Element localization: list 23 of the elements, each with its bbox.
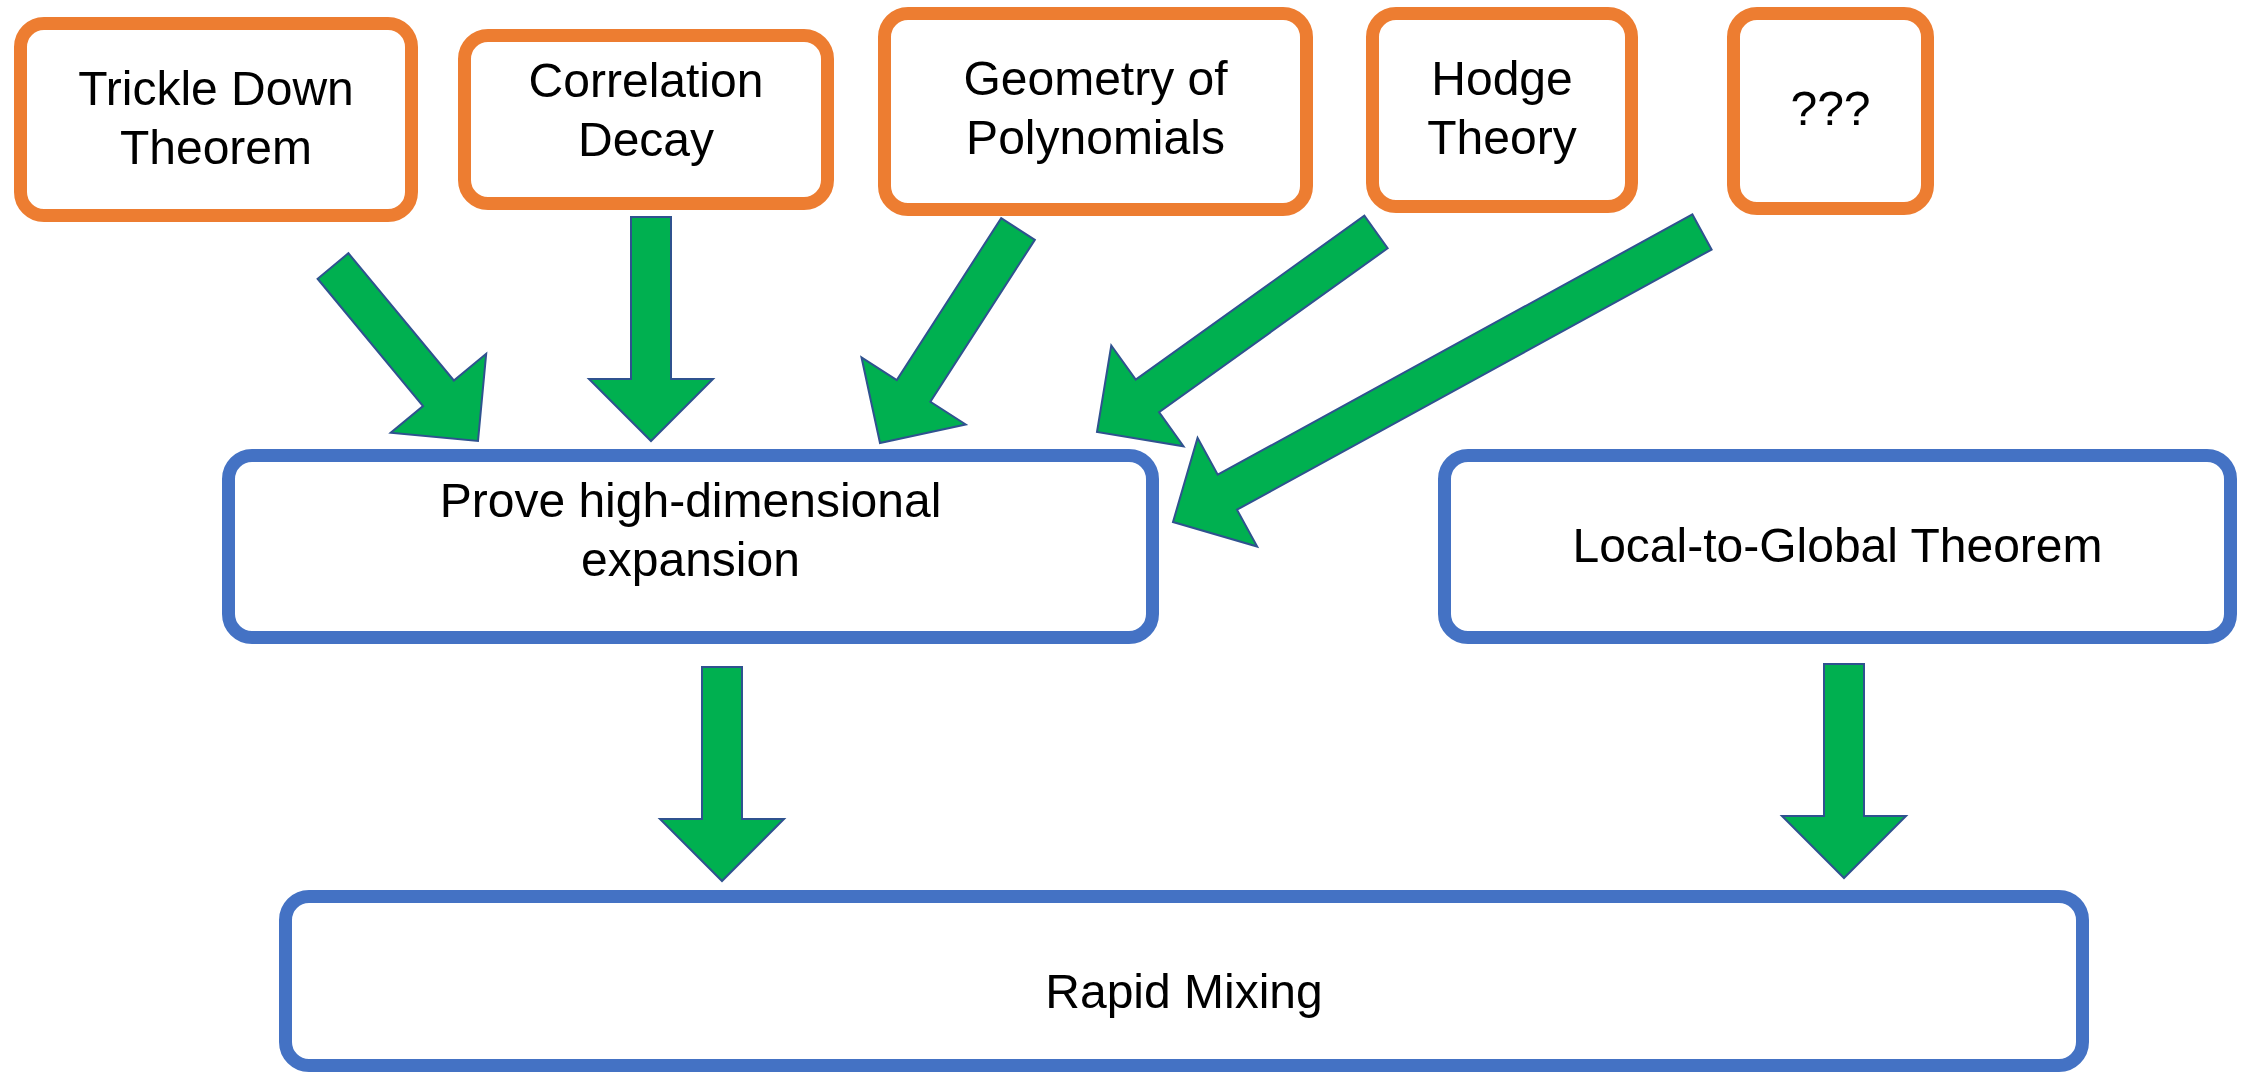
- node-text: Geometry of Polynomials: [962, 51, 1229, 166]
- block-arrow: [316, 251, 488, 443]
- node-text: ???: [1790, 81, 1871, 137]
- rounded-box: [1727, 7, 1934, 215]
- rounded-box: [1438, 449, 2237, 644]
- node-text: Trickle Down Theorem: [77, 61, 355, 176]
- node-text: Rapid Mixing: [1045, 964, 1323, 1020]
- block-arrow: [1779, 663, 1909, 880]
- rounded-box: [458, 29, 834, 210]
- node-text: Hodge Theory: [1426, 51, 1578, 166]
- block-arrow: [1171, 213, 1713, 549]
- rounded-box: [222, 449, 1159, 644]
- node-text: Prove high-dimensional expansion: [438, 473, 943, 588]
- rounded-box: [14, 17, 418, 222]
- node-text: Correlation Decay: [527, 53, 765, 168]
- block-arrow: [586, 216, 716, 443]
- block-arrow: [860, 216, 1037, 445]
- rounded-box: [1366, 7, 1638, 213]
- node-text: Local-to-Global Theorem: [1572, 518, 2103, 574]
- rounded-box: [279, 890, 2089, 1072]
- rounded-box: [878, 7, 1313, 216]
- block-arrow: [657, 666, 787, 883]
- block-arrow: [1095, 214, 1390, 448]
